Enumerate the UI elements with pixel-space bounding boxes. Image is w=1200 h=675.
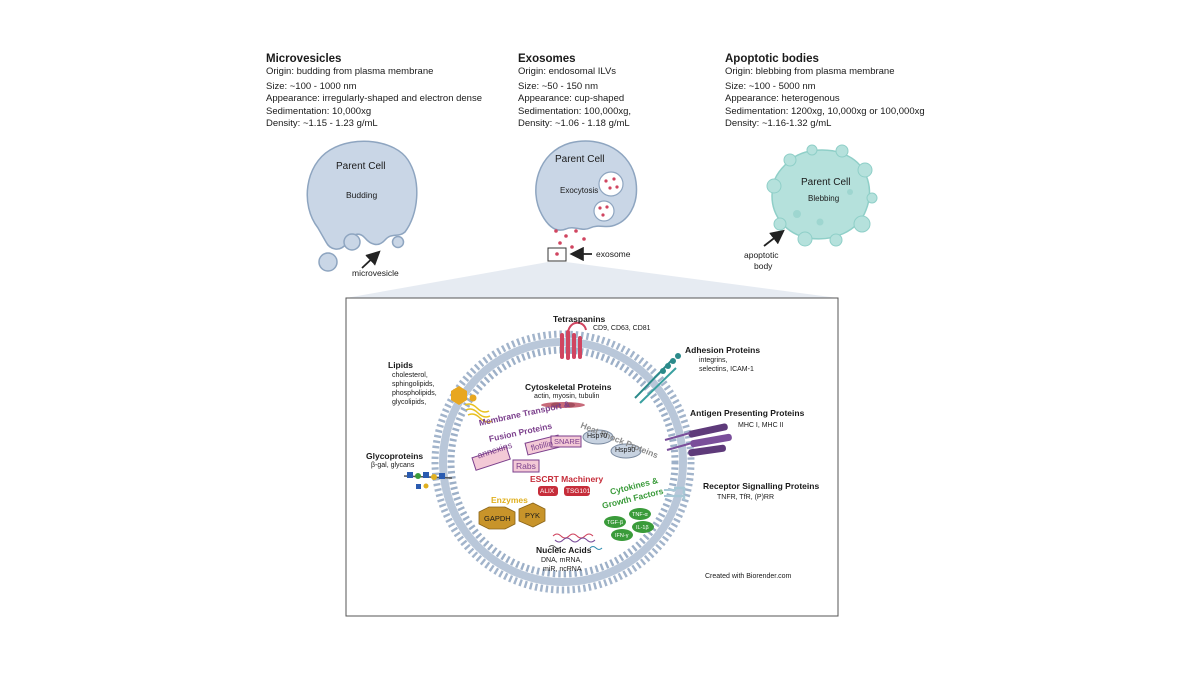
microvesicles-title: Microvesicles	[266, 53, 342, 65]
tnfa-label: TNF-α	[632, 512, 648, 518]
glycoproteins-items: β-gal, glycans	[371, 462, 415, 469]
exosomes-sedimentation: Sedimentation: 100,000xg,	[518, 105, 632, 117]
apoptotic-bodies-size: Size: ~100 - 5000 nm	[725, 81, 816, 93]
nucleic-title: Nucleic Acids	[536, 545, 592, 555]
antigen-items: MHC I, MHC II	[738, 422, 784, 429]
microvesicles-appearance: Appearance: irregularly-shaped and elect…	[266, 93, 482, 105]
lipids-item-2: sphingolipids,	[392, 381, 435, 388]
microvesicles-sedimentation: Sedimentation: 10,000xg	[266, 105, 372, 117]
apoptotic-bodies-density: Density: ~1.16-1.32 g/mL	[725, 117, 832, 129]
enzymes-title: Enzymes	[491, 495, 528, 505]
blebbing-label: Blebbing	[808, 194, 840, 203]
adhesion-protein	[634, 353, 681, 404]
cytoskeletal-title: Cytoskeletal Proteins	[525, 382, 612, 392]
adhesion-title: Adhesion Proteins	[685, 345, 761, 355]
apoptotic-body-label-1: apoptotic	[744, 250, 779, 260]
gapdh-label: GAPDH	[484, 514, 511, 523]
lipids-item-4: glycolipids,	[392, 399, 427, 406]
tetraspanin-protein	[560, 321, 587, 360]
cytokines	[604, 508, 654, 541]
nucleic-items-2: miR, ncRNA	[543, 566, 582, 573]
il1b-label: IL-1β	[636, 525, 649, 531]
tetraspanins-title: Tetraspanins	[553, 314, 606, 324]
apoptotic-bodies-info: Apoptotic bodies Origin: blebbing from p…	[725, 52, 965, 130]
apoptotic-parent-cell	[763, 144, 878, 247]
lipids-item-1: cholesterol,	[392, 372, 428, 379]
tgfb-label: TGF-β	[607, 520, 623, 526]
hsp90-label: Hsp90	[615, 447, 636, 454]
exosome-parent-cell	[535, 140, 638, 262]
microvesicle-parent-label: Parent Cell	[336, 161, 386, 172]
glycoproteins-title: Glycoproteins	[366, 451, 424, 461]
cytoskeletal-items: actin, myosin, tubulin	[534, 393, 600, 400]
cytoskeletal-fiber	[541, 402, 585, 408]
adhesion-items-2: selectins, ICAM-1	[699, 366, 754, 373]
microvesicles-density: Density: ~1.15 - 1.23 g/mL	[266, 117, 378, 129]
ifng-label: IFN-γ	[615, 533, 629, 539]
tsg101-label: TSG101	[566, 488, 591, 495]
nucleic-acids	[548, 533, 603, 550]
pyk-label: PYK	[525, 511, 541, 520]
microvesicles-info: Microvesicles Origin: budding from plasm…	[266, 52, 506, 130]
microvesicles-size: Size: ~100 - 1000 nm	[266, 81, 357, 93]
adhesion-items-1: integrins,	[699, 357, 728, 364]
apoptotic-arrow	[763, 229, 785, 247]
exosomes-density: Density: ~1.06 - 1.18 g/mL	[518, 117, 630, 129]
snare-label: SNARE	[554, 437, 580, 446]
alix-label: ALIX	[540, 488, 555, 495]
biorender-credit: Created with Biorender.com	[705, 573, 792, 580]
microvesicles-origin: Origin: budding from plasma membrane	[266, 66, 434, 77]
exocytosis-label: Exocytosis	[560, 186, 599, 195]
nucleic-items-1: DNA, mRNA,	[541, 557, 583, 564]
heat-shock-proteins	[582, 429, 642, 459]
membrane-transport-proteins	[471, 434, 582, 473]
apoptotic-bodies-origin: Origin: blebbing from plasma membrane	[725, 66, 895, 77]
lipids-item-3: phospholipids,	[392, 390, 437, 397]
enzymes	[478, 502, 546, 530]
escrt-title: ESCRT Machinery	[530, 474, 604, 484]
budding-label: Budding	[346, 190, 378, 200]
receptor-protein	[664, 486, 686, 500]
lipid-molecules	[451, 386, 493, 423]
exosomes-size: Size: ~50 - 150 nm	[518, 81, 599, 93]
exosomes-appearance: Appearance: cup-shaped	[518, 93, 625, 105]
apoptotic-parent-label: Parent Cell	[801, 177, 851, 188]
lipids-title: Lipids	[388, 360, 414, 370]
microvesicle-parent-cell	[306, 140, 418, 272]
receptor-title: Receptor Signalling Proteins	[703, 481, 820, 491]
antigen-presenting-protein	[664, 423, 732, 457]
apoptotic-bodies-appearance: Appearance: heterogenous	[725, 93, 840, 105]
exosomes-info: Exosomes Origin: endosomal ILVs Size: ~5…	[518, 52, 758, 130]
escrt-proteins	[538, 486, 590, 496]
antigen-title: Antigen Presenting Proteins	[690, 408, 805, 418]
apoptotic-body-label-2: body	[754, 261, 773, 271]
receptor-items: TNFR, TfR, (P)RR	[717, 494, 775, 501]
microvesicle-arrow	[361, 250, 381, 269]
zoom-projection	[346, 262, 838, 298]
exosomes-origin: Origin: endosomal ILVs	[518, 66, 617, 77]
rabs-label: Rabs	[516, 461, 536, 471]
glycoprotein	[403, 472, 453, 489]
hsp70-label: Hsp70	[587, 433, 608, 440]
apoptotic-bodies-title: Apoptotic bodies	[725, 53, 819, 65]
apoptotic-bodies-sedimentation: Sedimentation: 1200xg, 10,000xg or 100,0…	[725, 105, 925, 117]
tetraspanins-items: CD9, CD63, CD81	[593, 325, 651, 332]
exosome-label: exosome	[596, 249, 631, 259]
exosome-parent-label: Parent Cell	[555, 154, 605, 165]
exosomes-title: Exosomes	[518, 53, 576, 65]
microvesicle-label: microvesicle	[352, 268, 399, 278]
